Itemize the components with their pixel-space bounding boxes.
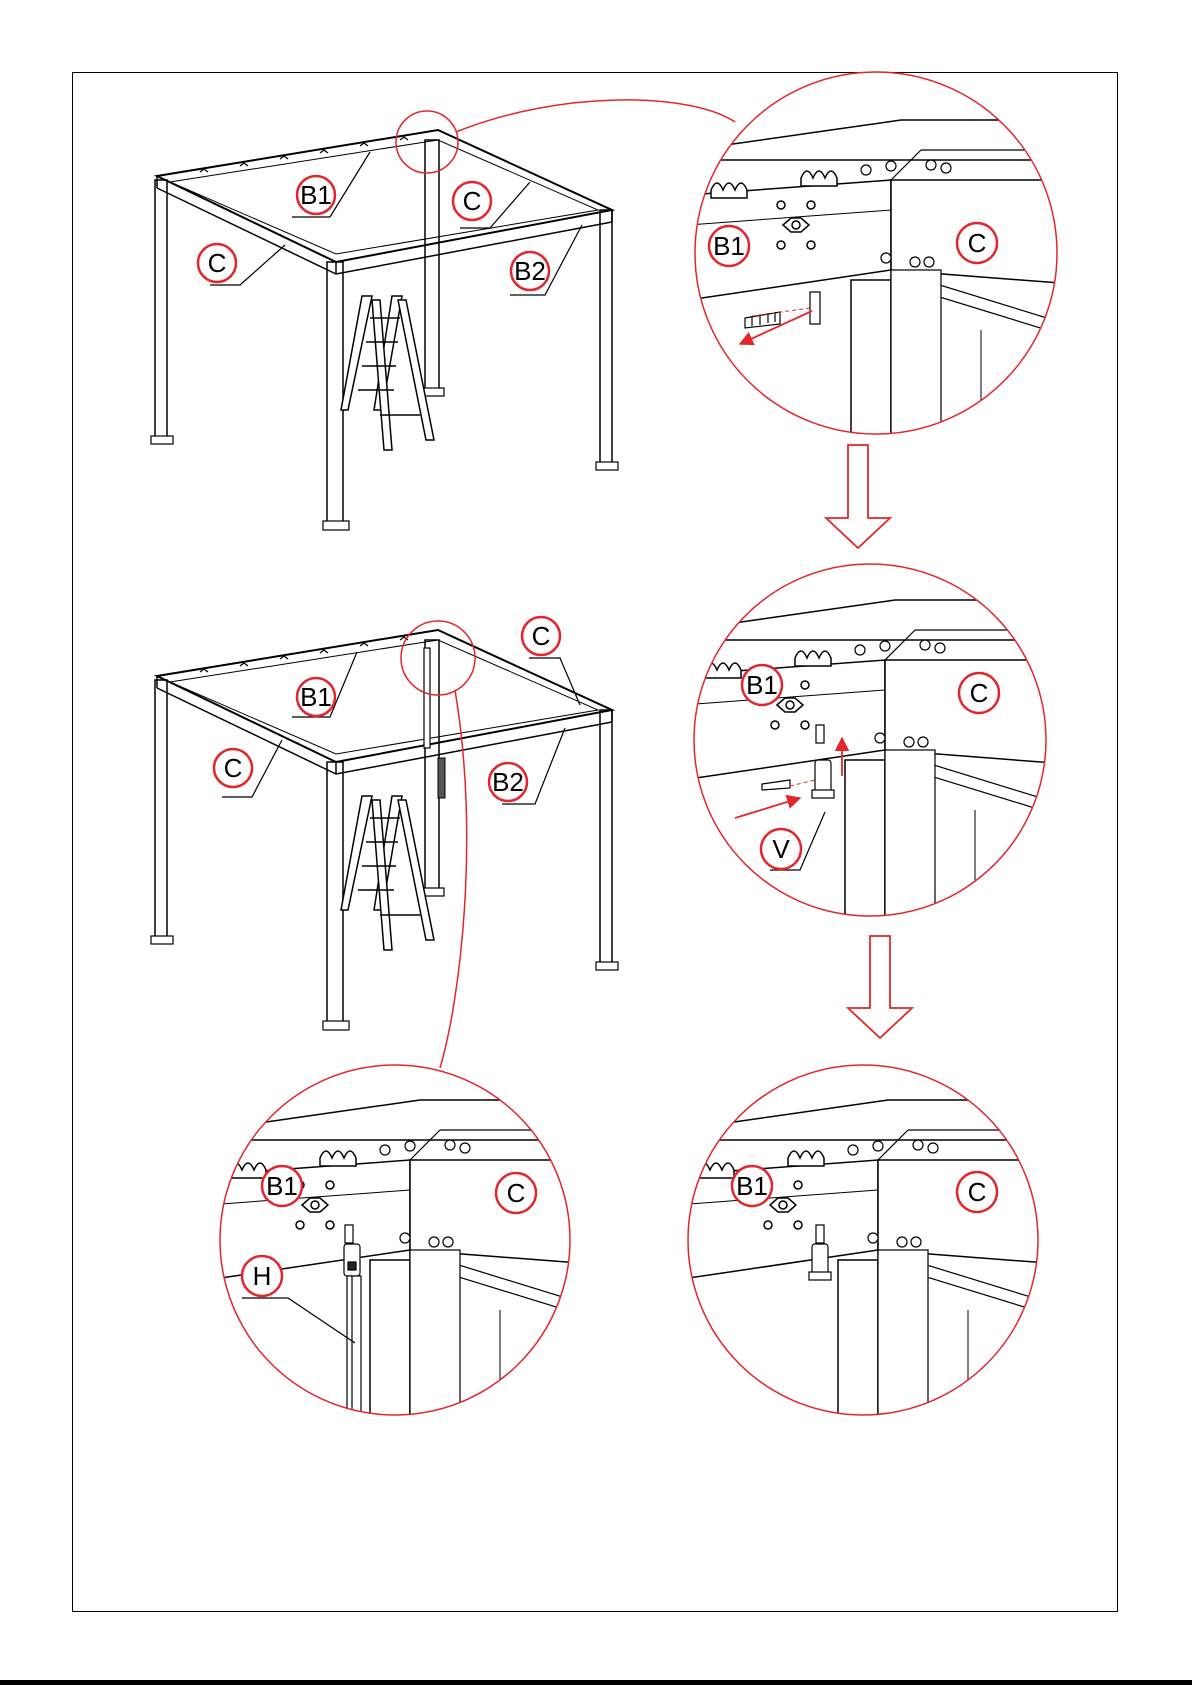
callout-c-detail-2: C [959, 673, 999, 713]
svg-text:C: C [463, 186, 482, 216]
callout-b1-detail-1: B1 [709, 226, 749, 266]
callout-c-detail-3: C [496, 1173, 536, 1213]
svg-text:B1: B1 [713, 231, 745, 261]
label-v: V [772, 834, 790, 864]
zoom-connector-middle [440, 690, 467, 1068]
callout-b1-detail-2: B1 [742, 665, 782, 705]
detail-circle-4 [608, 1065, 1138, 1520]
label-h: H [253, 1261, 272, 1291]
gazebo-illustration-middle [151, 630, 618, 1030]
svg-text:C: C [968, 1177, 987, 1207]
callout-b1-detail-3: B1 [262, 1166, 302, 1206]
callout-b1-top: B1 [297, 176, 335, 214]
gazebo-illustration-top [151, 130, 618, 530]
callout-b2-top: B2 [511, 252, 549, 290]
callout-c-top-left: C [198, 244, 236, 282]
callout-c-middle-right: C [522, 617, 560, 655]
svg-text:B1: B1 [746, 670, 778, 700]
callout-c-top-right: C [453, 182, 491, 220]
callout-v-detail-2: V [761, 829, 801, 869]
label-b1: B1 [300, 180, 332, 210]
svg-text:C: C [208, 248, 227, 278]
callout-c-detail-4: C [957, 1172, 997, 1212]
bottom-edge-bar [0, 1680, 1192, 1685]
detail-circle-3 [140, 1065, 670, 1520]
detail-circle-1 [621, 72, 1151, 540]
svg-text:C: C [970, 678, 989, 708]
svg-text:B2: B2 [514, 256, 546, 286]
svg-text:B1: B1 [736, 1171, 768, 1201]
callout-h-detail-3: H [242, 1256, 282, 1296]
svg-text:B2: B2 [492, 767, 524, 797]
zoom-connector-top [456, 100, 735, 132]
callout-c-detail-1: C [957, 223, 997, 263]
callout-b2-middle: B2 [489, 763, 527, 801]
svg-text:C: C [532, 621, 551, 651]
callout-c-middle-left: C [214, 749, 252, 787]
svg-text:C: C [224, 753, 243, 783]
callout-b1-detail-4: B1 [732, 1166, 772, 1206]
step-arrow-1 [826, 445, 890, 548]
svg-text:B1: B1 [300, 682, 332, 712]
svg-text:C: C [507, 1178, 526, 1208]
svg-text:B1: B1 [266, 1171, 298, 1201]
svg-text:C: C [968, 228, 987, 258]
callout-b1-middle: B1 [297, 678, 335, 716]
step-arrow-2 [848, 936, 912, 1038]
